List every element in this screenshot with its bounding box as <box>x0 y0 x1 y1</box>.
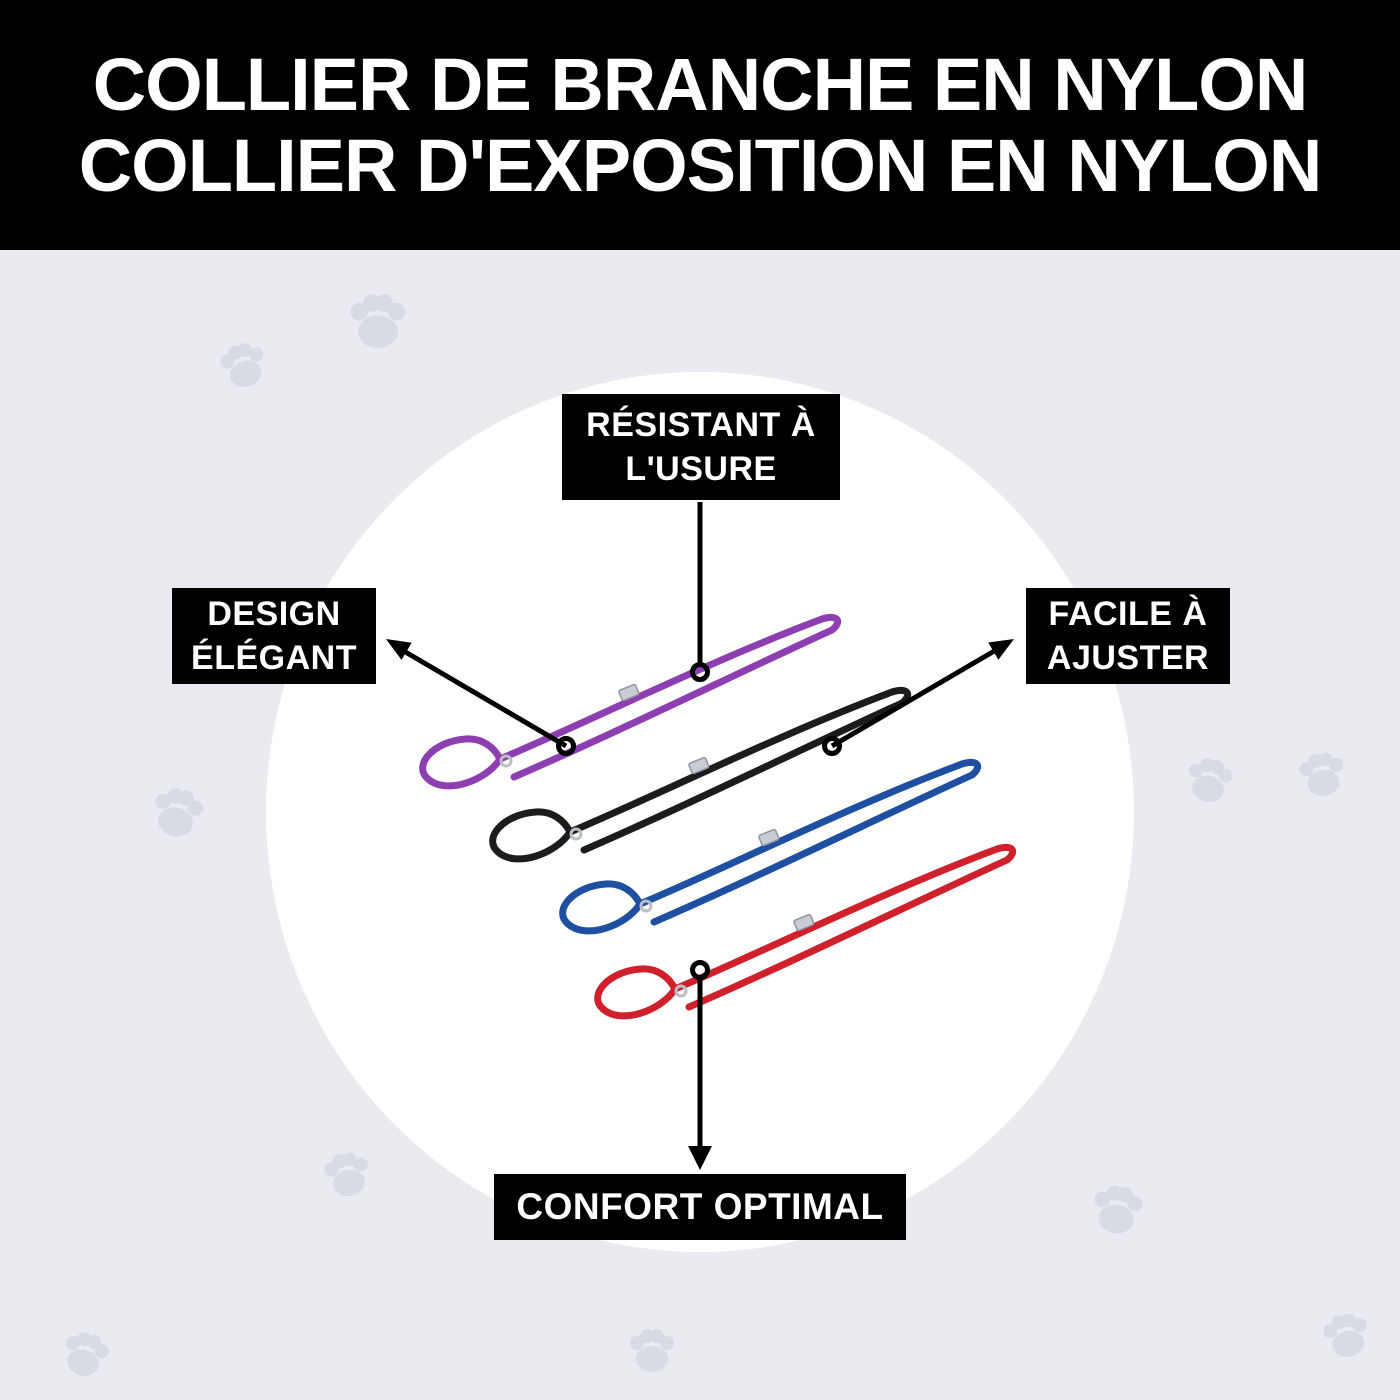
callout-ajuster: FACILE À AJUSTER <box>1026 588 1230 684</box>
callout-confort-line1: CONFORT OPTIMAL <box>516 1185 884 1227</box>
header-banner: COLLIER DE BRANCHE EN NYLON COLLIER D'EX… <box>0 0 1400 250</box>
page-title-line1: COLLIER DE BRANCHE EN NYLON <box>92 42 1309 126</box>
callout-ajuster-line2: AJUSTER <box>1046 639 1210 677</box>
lead-red <box>598 847 1013 1016</box>
callout-design-line1: DESIGN <box>207 594 341 633</box>
callout-confort: CONFORT OPTIMAL <box>494 1174 906 1240</box>
callout-design: DESIGN ÉLÉGANT <box>172 588 376 684</box>
callout-resistant: RÉSISTANT À L'USURE <box>562 394 840 500</box>
callout-ajuster-line1: FACILE À <box>1048 594 1208 633</box>
callout-resistant-line2: L'USURE <box>625 450 777 488</box>
callout-design-line2: ÉLÉGANT <box>191 639 357 677</box>
page-title-line2: COLLIER D'EXPOSITION EN NYLON <box>78 124 1323 207</box>
callout-resistant-line1: RÉSISTANT À <box>586 405 816 444</box>
